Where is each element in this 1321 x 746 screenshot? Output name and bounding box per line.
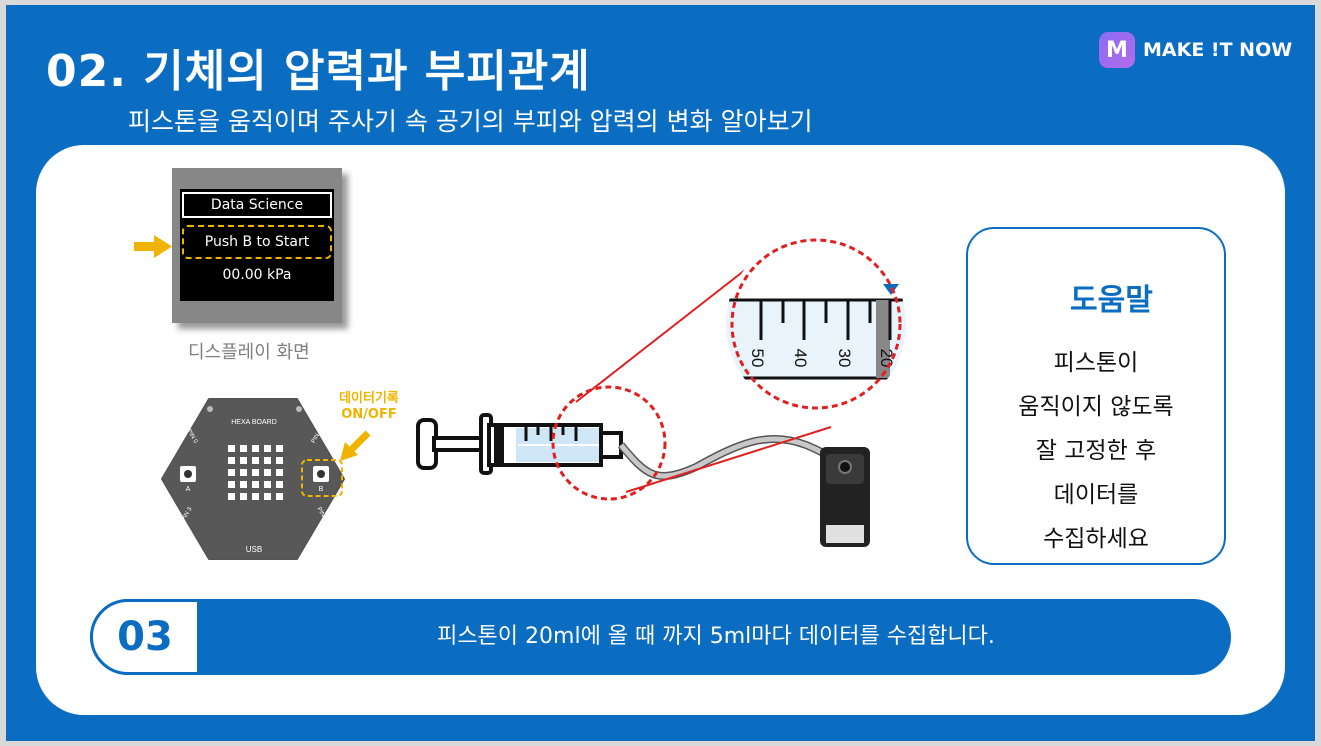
scale-label: 40 — [791, 349, 810, 368]
board-button-a: A — [180, 466, 196, 493]
zoom-source-circle — [551, 385, 667, 501]
usb-label: USB — [246, 545, 262, 554]
display-title: Data Science — [182, 192, 332, 218]
zoomed-scale: 50 40 30 20 — [726, 234, 906, 414]
pressure-sensor — [820, 447, 870, 547]
display-caption: 디스플레이 화면 — [188, 342, 310, 363]
svg-text:A: A — [186, 486, 191, 493]
led-matrix — [228, 445, 283, 500]
hexa-board-name: HEXA BOARD — [231, 419, 277, 426]
step-bar — [90, 599, 1231, 675]
help-line: 움직이지 않도록 — [1018, 394, 1174, 420]
svg-text:B: B — [319, 486, 324, 493]
display-reading: 00.00 kPa — [222, 267, 292, 283]
illustration-layer: HEXA BOARD A B USB PIN 0 PIN 1 — [134, 234, 1060, 560]
help-line: 피스톤이 — [1053, 350, 1139, 376]
help-line: 수집하세요 — [1043, 526, 1149, 552]
scale-label: 50 — [748, 349, 767, 368]
brand-name: MAKE !T NOW — [1143, 39, 1293, 61]
button-b-highlight — [301, 459, 343, 497]
zoom-line — [625, 426, 832, 493]
display-prompt: Push B to Start — [182, 225, 332, 259]
display-screen — [180, 189, 334, 301]
help-box — [966, 227, 1226, 565]
step-instruction: 피스톤이 20ml에 올 때 까지 5ml마다 데이터를 수집합니다. — [437, 624, 995, 649]
scale-label: 20 — [877, 349, 896, 368]
pointer-arrow-icon — [134, 235, 172, 258]
board-button-b: B — [313, 466, 329, 493]
hexa-board: HEXA BOARD A B USB PIN 0 PIN 1 — [161, 398, 345, 560]
help-line: 잘 고정한 후 — [1035, 438, 1157, 464]
page-subtitle: 피스톤을 움직이며 주사기 속 공기의 부피와 압력의 변화 알아보기 — [128, 107, 813, 136]
brand-mark: M — [1099, 32, 1135, 68]
syringe — [416, 413, 623, 475]
record-toggle-label: 데이터기록 ON/OFF — [339, 391, 399, 422]
scale-label: 30 — [835, 349, 854, 368]
page-title: 02. 기체의 압력과 부피관계 — [46, 46, 591, 97]
button-pointer-arrow-icon — [340, 430, 371, 461]
help-line: 데이터를 — [1053, 482, 1139, 508]
brand-logo: M MAKE !T NOW — [1099, 32, 1292, 68]
zoom-line — [575, 269, 746, 403]
help-title: 도움말 — [1070, 283, 1153, 318]
step-number: 03 — [117, 614, 173, 660]
slide: 02. 기체의 압력과 부피관계 피스톤을 움직이며 주사기 속 공기의 부피와… — [6, 5, 1315, 741]
step-number-badge — [90, 599, 200, 675]
